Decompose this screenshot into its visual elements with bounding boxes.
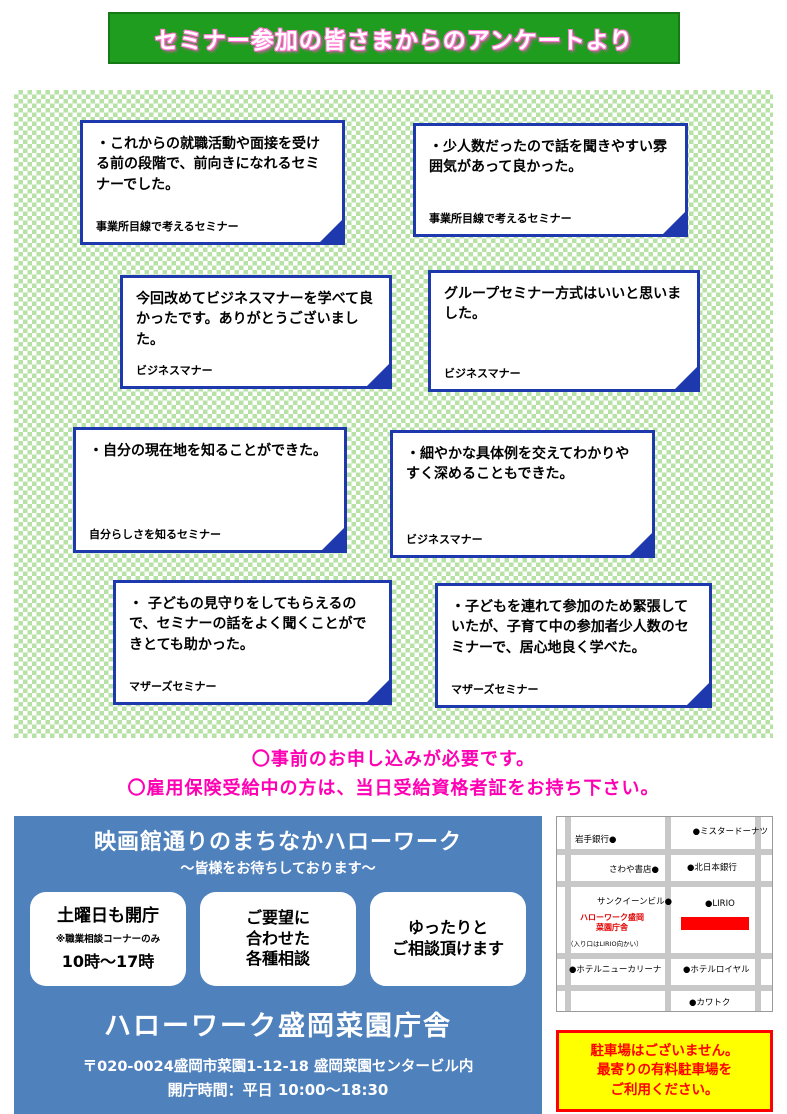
map-label-hellowork: ハローワーク盛岡 菜園庁舎 [573,913,651,934]
map-label-sunqueen-building: サンクイーンビル● [597,897,672,907]
office-hours: 開庁時間：平日 10:00～18:30 [167,1081,389,1099]
feature-line: ご要望に [245,907,310,927]
notice-line-2: 〇雇用保険受給中の方は、当日受給資格者証をお持ち下さい。 [127,777,660,799]
hellowork-name-line-1: ハローワーク盛岡 [580,913,644,922]
feedback-note-4: グループセミナー方式はいいと思いました。 ビジネスマナー [428,270,700,392]
note-fold-decoration [686,682,709,705]
page-title: セミナー参加の皆さまからのアンケートより [154,28,634,54]
parking-notice-line-2: 最寄りの有料駐車場を [597,1062,732,1079]
feature-card-relaxed: ゆったりと ご相談頂けます [370,892,526,986]
seminar-name-label: マザーズセミナー [129,680,217,693]
feedback-text: 今回改めてビジネスマナーを学べて良かったです。ありがとうございました。 [136,291,374,348]
feature-row: 土曜日も開庁 ※職業相談コーナーのみ 10時～17時 ご要望に 合わせた 各種相… [14,878,542,994]
map-label-lirio: ●LIRIO [705,899,735,909]
feedback-note-6: ・細やかな具体例を交えてわかりやすく深めることもできた。 ビジネスマナー [390,430,655,558]
map-label-hotel-royal: ●ホテルロイヤル [683,965,750,975]
office-panel: 映画館通りのまちなかハローワーク ～皆様をお待ちしております～ 土曜日も開庁 ※… [14,816,542,1114]
office-name: ハローワーク盛岡菜園庁舎 [104,1011,452,1042]
map-label-kawatoku: ●カワトク [689,998,731,1008]
hellowork-name-line-2: 菜園庁舎 [596,923,628,933]
office-address: 〒020-0024盛岡市菜園1-12-18 盛岡菜園センタービル内 [82,1059,474,1075]
seminar-name-label: 自分らしさを知るセミナー [89,528,221,541]
note-fold-decoration [321,527,344,550]
feature-card-consultations: ご要望に 合わせた 各種相談 [200,892,356,986]
feature-card-saturday-open: 土曜日も開庁 ※職業相談コーナーのみ 10時～17時 [30,892,186,986]
feature-sub-text: ※職業相談コーナーのみ [55,933,161,945]
note-fold-decoration [674,366,697,389]
map-label-iwate-bank: 岩手銀行● [575,835,617,845]
notice-line-1: 〇事前のお申し込みが必要です。 [251,749,536,770]
feedback-text: ・少人数だったので話を聞きやすい雰囲気があって良かった。 [429,139,667,176]
parking-notice-line-3: ご利用ください。 [610,1081,719,1098]
feedback-text: ・これからの就職活動や面接を受ける前の段階で、前向きになれるセミナーでした。 [96,136,320,193]
note-fold-decoration [629,532,652,555]
seminar-name-label: ビジネスマナー [444,367,521,380]
map-street-vertical-1 [565,817,571,1011]
map-street-horizontal-2 [557,881,772,887]
feature-line: 各種相談 [245,949,310,969]
map-label-mister-donut: ●ミスタードーナツ [692,827,768,837]
feedback-text: ・自分の現在地を知ることができた。 [89,443,327,459]
feedback-text: ・ 子どもの見守りをしてもらえるので、セミナーの話をよく聞くことができとても助か… [129,596,367,653]
feedback-note-3: 今回改めてビジネスマナーを学べて良かったです。ありがとうございました。 ビジネス… [120,275,392,389]
parking-notice-box: 駐車場はございません。 最寄りの有料駐車場を ご利用ください。 [556,1030,773,1112]
office-title: 映画館通りのまちなかハローワーク [93,830,462,855]
feedback-text: グループセミナー方式はいいと思いました。 [444,286,682,323]
map-street-horizontal-1 [557,849,772,855]
feature-line: 合わせた [245,928,310,948]
seminar-name-label: マザーズセミナー [451,683,539,696]
map-street-vertical-3 [755,817,761,1011]
feedback-text: ・細やかな具体例を交えてわかりやすく深めることもできた。 [406,446,630,483]
feedback-note-5: ・自分の現在地を知ることができた。 自分らしさを知るセミナー [73,427,347,553]
map-street-horizontal-3 [557,953,772,959]
map-label-hotel-new-carina: ●ホテルニューカリーナ [569,965,662,975]
notice-block: 〇事前のお申し込みが必要です。 〇雇用保険受給中の方は、当日受給資格者証をお持ち… [0,746,787,804]
map-street-vertical-2 [665,817,671,1011]
access-map: 岩手銀行● ●ミスタードーナツ さわや書店● ●北日本銀行 サンクイーンビル● … [556,816,773,1012]
seminar-name-label: 事業所目線で考えるセミナー [96,220,239,233]
parking-notice-line-1: 駐車場はございません。 [590,1042,739,1059]
feature-line: ゆったりと [407,918,488,938]
office-subtitle: ～皆様をお待ちしております～ [180,861,376,877]
seminar-name-label: 事業所目線で考えるセミナー [429,212,572,225]
note-fold-decoration [366,679,389,702]
note-fold-decoration [366,363,389,386]
feedback-area: ・これからの就職活動や面接を受ける前の段階で、前向きになれるセミナーでした。 事… [14,90,773,738]
note-fold-decoration [662,211,685,234]
seminar-name-label: ビジネスマナー [406,533,483,546]
title-banner: セミナー参加の皆さまからのアンケートより [108,12,680,64]
feature-main-text: 土曜日も開庁 [57,906,159,927]
feedback-note-1: ・これからの就職活動や面接を受ける前の段階で、前向きになれるセミナーでした。 事… [80,120,345,245]
map-label-sawaya-books: さわや書店● [609,865,659,875]
feature-time-text: 10時～17時 [61,951,155,971]
feature-line: ご相談頂けます [391,939,504,958]
note-fold-decoration [319,219,342,242]
feedback-text: ・子どもを連れて参加のため緊張していたが、子育て中の参加者少人数のセミナーで、居… [451,599,689,656]
map-street-horizontal-4 [557,985,772,991]
feedback-note-2: ・少人数だったので話を聞きやすい雰囲気があって良かった。 事業所目線で考えるセミ… [413,123,688,237]
hellowork-building-marker [681,917,749,930]
seminar-name-label: ビジネスマナー [136,364,213,377]
map-label-entrance-note: （入り口はLIRIO向かい） [567,940,643,948]
map-label-kitanihon-bank: ●北日本銀行 [687,863,737,873]
feedback-note-8: ・子どもを連れて参加のため緊張していたが、子育て中の参加者少人数のセミナーで、居… [435,583,712,708]
feedback-note-7: ・ 子どもの見守りをしてもらえるので、セミナーの話をよく聞くことができとても助か… [113,580,392,705]
